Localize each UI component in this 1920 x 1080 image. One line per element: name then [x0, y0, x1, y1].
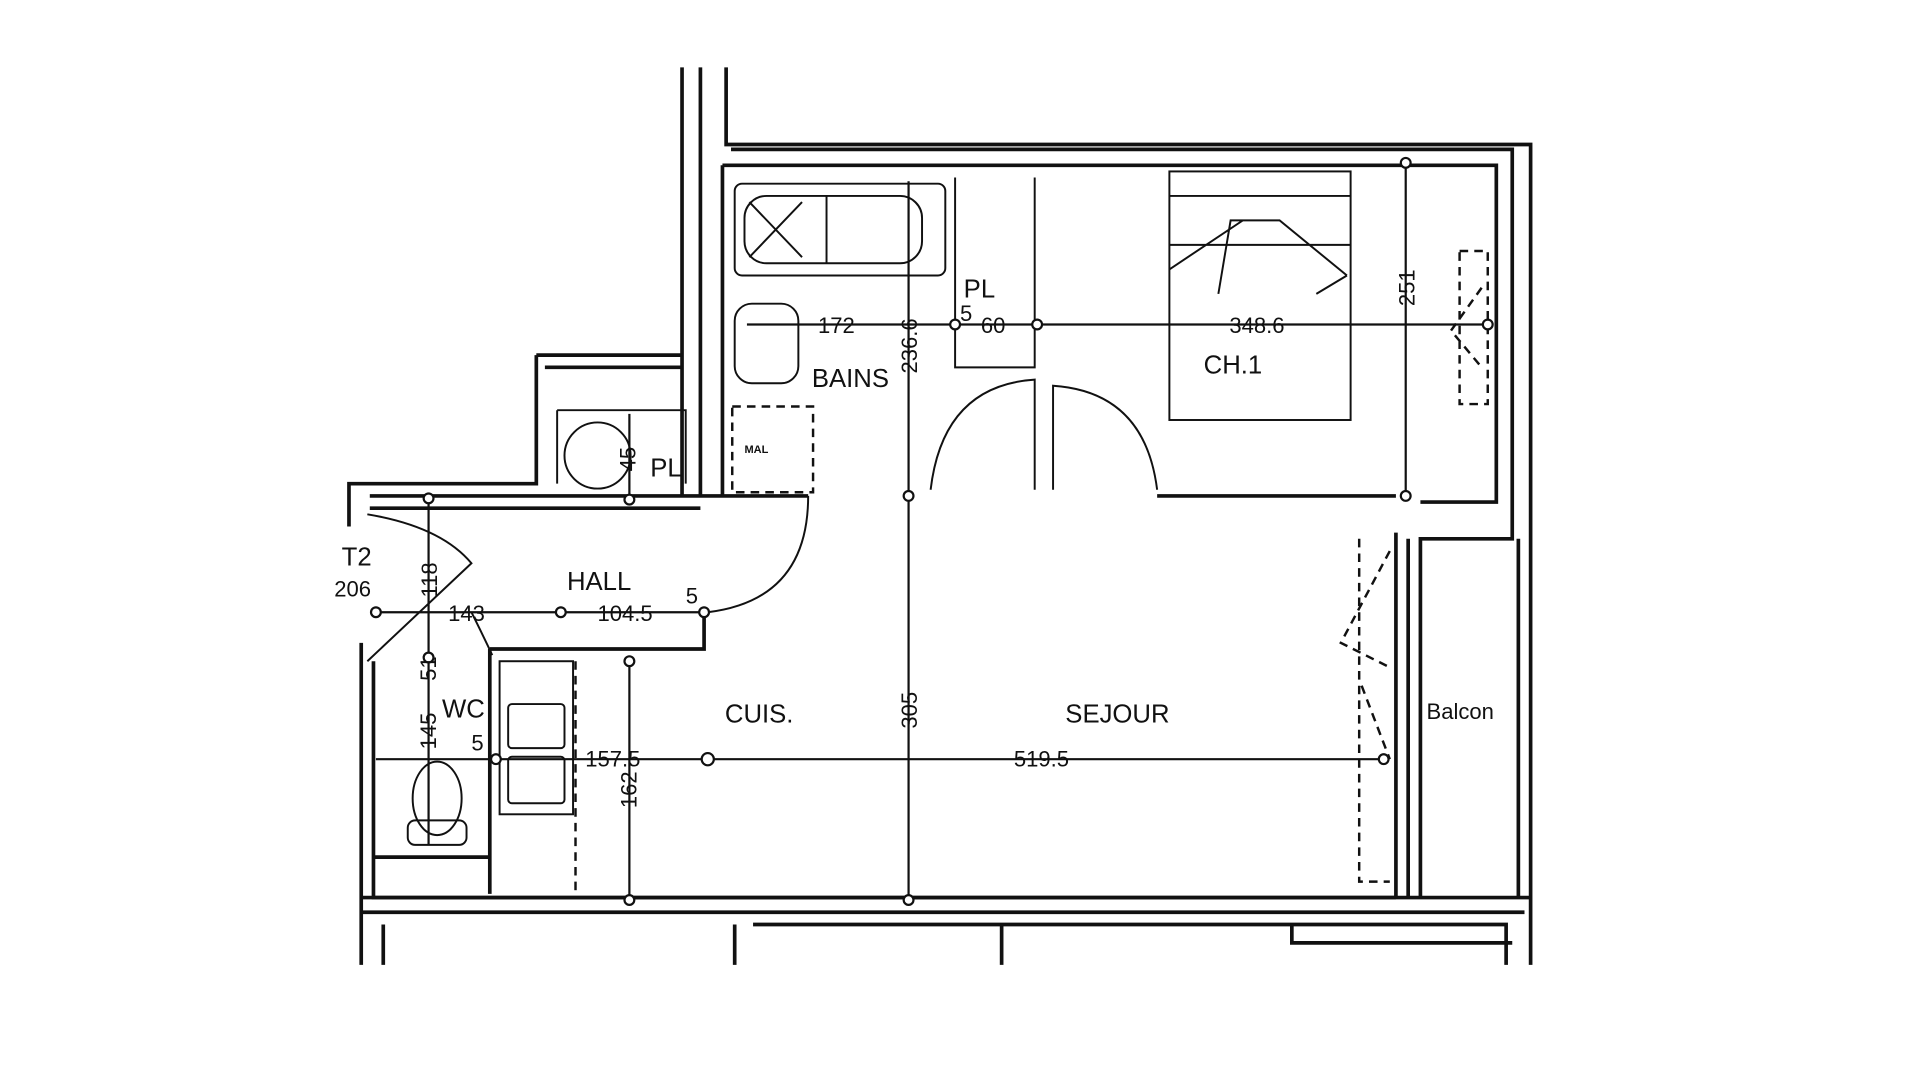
bed-icon — [1168, 170, 1352, 421]
room-label-bains: BAINS — [812, 365, 889, 393]
fixtures — [406, 170, 1489, 894]
dim-hall-w: 143 — [448, 601, 485, 626]
dim-kitchen-w: 157.5 — [585, 747, 640, 772]
room-label-sejour: SEJOUR — [1065, 700, 1169, 728]
dim-hall-v: 118 — [417, 562, 442, 597]
dim-pl2-h: 45 — [616, 447, 641, 472]
room-label-cuisine: CUIS. — [725, 700, 794, 728]
dimension-values: 206 118 143 104.5 5 145 51 5 157.5 162 3… — [334, 269, 1419, 808]
dim-sejour-w: 519.5 — [1014, 747, 1069, 772]
dim-pl-h: 5 — [960, 301, 972, 326]
dim-wc-v: 51 — [416, 656, 441, 681]
dim-hall-l: 104.5 — [598, 601, 653, 626]
room-label-balcon: Balcon — [1427, 699, 1494, 724]
dim-bains-h: 236.6 — [897, 318, 922, 373]
room-labels: BAINS PL CH.1 PL HALL WC CUIS. SEJOUR Ba… — [342, 276, 1494, 729]
doors — [366, 378, 1159, 662]
dim-ch-h: 251 — [1394, 269, 1419, 306]
machine-label: MAL — [744, 444, 768, 456]
room-label-placard: PL — [964, 276, 995, 304]
bathtub-icon — [733, 182, 947, 277]
dim-kitchen-h: 162 — [617, 771, 642, 808]
dim-wc-h: 145 — [416, 713, 441, 750]
apartment-type-label: T2 — [342, 544, 372, 572]
dim-bains-w: 172 — [818, 313, 855, 338]
dim-ch-w: 348.6 — [1229, 313, 1284, 338]
room-label-wc: WC — [442, 696, 485, 724]
water-heater-icon — [563, 421, 632, 490]
dim-pl-w: 60 — [981, 313, 1006, 338]
washbasin-icon — [733, 302, 800, 385]
walls — [347, 67, 1533, 965]
washing-machine-space — [731, 405, 815, 494]
room-label-chambre: CH.1 — [1204, 351, 1263, 379]
sink-icon — [498, 660, 575, 816]
dimension-lines — [369, 156, 1494, 906]
room-label-placard-2: PL — [650, 454, 681, 482]
room-label-hall: HALL — [567, 568, 631, 596]
dim-hall-door: 5 — [686, 584, 698, 609]
dim-sejour-h: 305 — [897, 692, 922, 729]
toilet-icon — [411, 760, 463, 837]
dim-entry-door: 206 — [334, 576, 371, 601]
dim-wc-w: 5 — [471, 731, 483, 756]
